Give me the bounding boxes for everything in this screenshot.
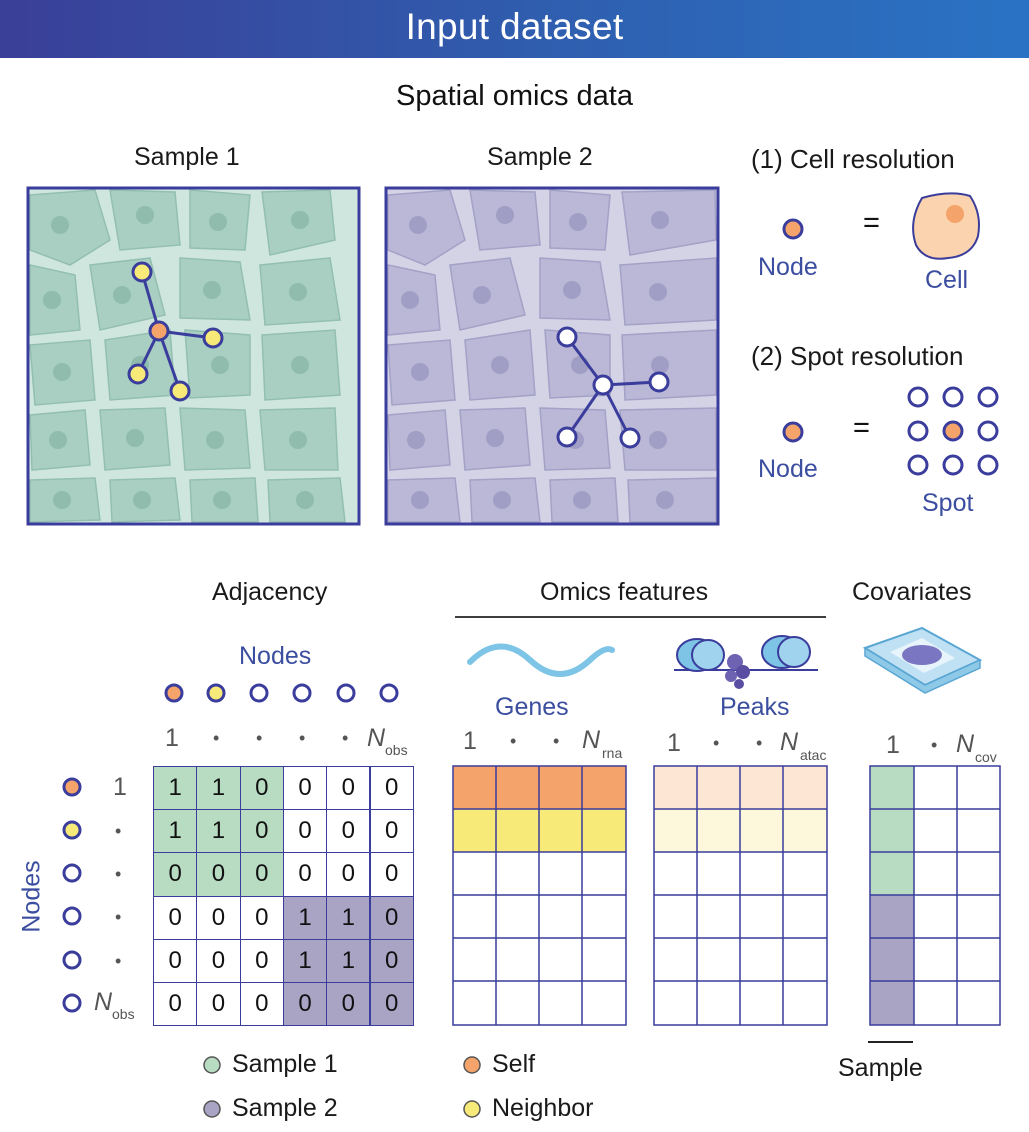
adjacency-cell: 0	[239, 809, 284, 854]
legend-sample1: Sample 1	[232, 1050, 338, 1078]
legend-sample2: Sample 2	[232, 1094, 338, 1122]
adjacency-cell: 0	[196, 895, 241, 940]
adjacency-cell: 0	[282, 852, 328, 897]
adjacency-cell: 1	[196, 766, 241, 811]
adjacency-cell: 0	[153, 895, 198, 940]
title-banner: Input dataset	[0, 0, 1029, 58]
sample2-title: Sample 2	[487, 143, 593, 171]
equals-sign: =	[853, 412, 870, 444]
sample2-frame	[384, 186, 720, 526]
chromatin-icon	[674, 635, 818, 689]
adjacency-cell: 0	[326, 809, 371, 854]
sample-axis-label: Sample	[838, 1054, 923, 1082]
sample2-tissue	[386, 188, 718, 524]
covariates-matrix	[869, 765, 1001, 1026]
node-icon	[782, 421, 804, 443]
covariates-title: Covariates	[852, 578, 972, 606]
adjacency-cell: 0	[369, 766, 414, 811]
nodes-side-label: Nodes	[17, 860, 46, 933]
cell-nucleus-icon	[946, 205, 964, 223]
peaks-label: Peaks	[720, 693, 790, 721]
adjacency-cell: 0	[196, 982, 241, 1027]
cell-icon	[912, 192, 980, 260]
spot-label: Spot	[922, 489, 974, 517]
adjacency-cell: 0	[153, 982, 198, 1027]
adjacency-cell: 0	[239, 938, 284, 983]
adjacency-cell: 0	[369, 895, 414, 940]
spot-resolution-title: (2) Spot resolution	[751, 341, 964, 371]
rna-wave-icon	[467, 643, 615, 677]
legend-neighbor: Neighbor	[492, 1094, 594, 1122]
cell-label: Cell	[925, 266, 969, 294]
adjacency-cell: 0	[369, 809, 414, 854]
adjacency-cell: 0	[326, 852, 371, 897]
adjacency-cell: 1	[153, 766, 198, 811]
adjacency-cell: 0	[282, 809, 328, 854]
adjacency-title: Adjacency	[212, 578, 328, 606]
adjacency-cell: 0	[282, 766, 328, 811]
adjacency-cell: 0	[153, 938, 198, 983]
node-label: Node	[758, 253, 818, 281]
adjacency-cell: 0	[369, 938, 414, 983]
spatial-omics-heading: Spatial omics data	[396, 80, 633, 112]
genes-label: Genes	[495, 693, 569, 721]
self-node	[148, 320, 170, 342]
node-label: Node	[758, 455, 818, 483]
neighbor-legend-icon	[463, 1100, 481, 1118]
adjacency-cell: 1	[282, 938, 328, 983]
omics-features-title: Omics features	[540, 578, 709, 606]
adjacency-cell: 0	[239, 895, 284, 940]
adjacency-cell: 1	[326, 938, 371, 983]
adjacency-cell: 0	[239, 982, 284, 1027]
sample1-frame	[26, 186, 361, 526]
sample1-title: Sample 1	[134, 143, 240, 171]
adjacency-cell: 0	[369, 852, 414, 897]
adjacency-cell: 0	[196, 938, 241, 983]
neighbor-node	[131, 261, 153, 283]
adjacency-cell: 0	[239, 852, 284, 897]
sample2-legend-icon	[203, 1100, 221, 1118]
legend-self: Self	[492, 1050, 536, 1078]
adjacency-cell: 0	[326, 766, 371, 811]
equals-sign: =	[863, 207, 880, 239]
adjacency-cell: 0	[153, 852, 198, 897]
adjacency-cell: 1	[326, 895, 371, 940]
sample1-tissue	[28, 188, 359, 524]
adjacency-header-nodes	[164, 683, 399, 703]
peaks-matrix	[653, 765, 828, 1026]
adjacency-cell: 0	[326, 982, 371, 1027]
sample2-graph-nodes	[556, 326, 670, 449]
adjacency-cell: 0	[239, 766, 284, 811]
neighbor-node	[169, 380, 191, 402]
spot-grid-icon	[907, 386, 999, 476]
adjacency-cell: 1	[282, 895, 328, 940]
adjacency-cell: 1	[196, 809, 241, 854]
neighbor-node	[202, 327, 224, 349]
neighbor-node	[127, 363, 149, 385]
banner-title: Input dataset	[405, 6, 624, 47]
adjacency-cell: 1	[153, 809, 198, 854]
cell-resolution-title: (1) Cell resolution	[751, 144, 955, 174]
genes-matrix	[452, 765, 627, 1026]
adjacency-row-nodes	[62, 777, 82, 1013]
slide-icon	[862, 626, 983, 694]
nodes-header-label: Nodes	[239, 642, 312, 670]
self-legend-icon	[463, 1056, 481, 1074]
adjacency-cell: 0	[196, 852, 241, 897]
node-icon	[782, 218, 804, 240]
sample1-legend-icon	[203, 1056, 221, 1074]
adjacency-cell: 0	[369, 982, 414, 1027]
adjacency-cell: 0	[282, 982, 328, 1027]
sample1-graph-nodes	[127, 261, 224, 402]
